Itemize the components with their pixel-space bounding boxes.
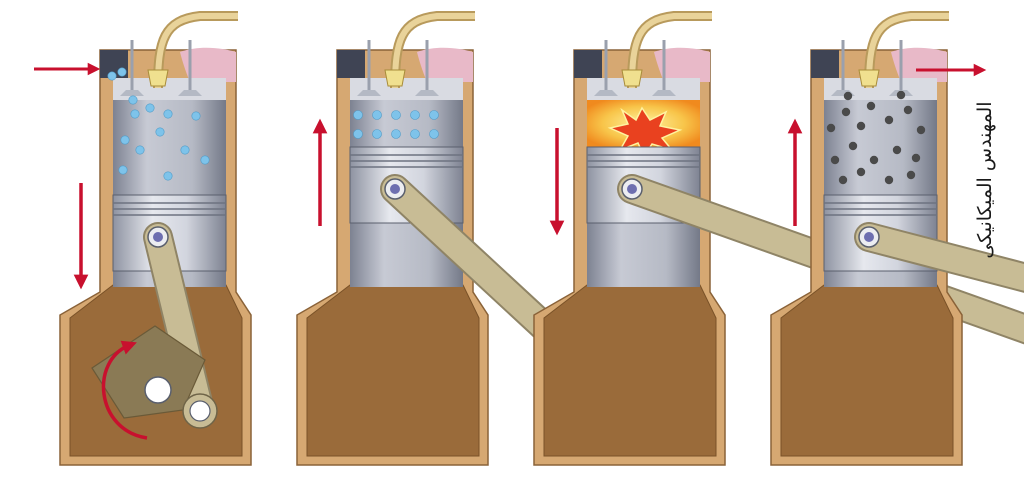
- fuel-bubble: [373, 130, 382, 139]
- fuel-bubble: [392, 130, 401, 139]
- intake-port: [574, 50, 602, 78]
- spark-plug: [622, 70, 642, 86]
- exhaust-particle: [849, 142, 857, 150]
- intake-port: [811, 50, 839, 78]
- spark-plug: [148, 70, 168, 86]
- exhaust-particle: [904, 106, 912, 114]
- watermark-text: المهندس الميكانيكى: [974, 101, 996, 258]
- fuel-bubble: [354, 130, 363, 139]
- exhaust-particle: [885, 176, 893, 184]
- crankcase: [307, 285, 479, 456]
- fuel-bubble: [201, 156, 209, 164]
- exhaust-particle: [839, 176, 847, 184]
- exhaust-particle: [912, 154, 920, 162]
- crankcase: [544, 285, 716, 456]
- exhaust-particle: [844, 92, 852, 100]
- exhaust-particle: [870, 156, 878, 164]
- combustion-chamber-top: [350, 78, 463, 100]
- fuel-bubble: [411, 111, 420, 120]
- exhaust-particle: [831, 156, 839, 164]
- wrist-pin-center: [390, 184, 400, 194]
- fuel-bubble: [411, 130, 420, 139]
- fuel-bubble: [131, 110, 139, 118]
- exhaust-particle: [907, 171, 915, 179]
- fuel-bubble: [164, 172, 172, 180]
- exhaust-particle: [885, 116, 893, 124]
- exhaust-particle: [893, 146, 901, 154]
- fuel-bubble: [373, 111, 382, 120]
- exhaust-port: [417, 48, 473, 82]
- exhaust-particle: [897, 91, 905, 99]
- fuel-bubble: [129, 96, 137, 104]
- exhaust-particle: [857, 122, 865, 130]
- exhaust-particle: [842, 108, 850, 116]
- fuel-bubble: [392, 111, 401, 120]
- fuel-bubble: [430, 111, 439, 120]
- fuel-bubble: [108, 72, 116, 80]
- exhaust-port: [180, 48, 236, 82]
- fuel-bubble: [430, 130, 439, 139]
- spark-plug: [859, 70, 879, 86]
- exhaust-particle: [917, 126, 925, 134]
- wrist-pin-center: [864, 232, 874, 242]
- intake-port: [337, 50, 365, 78]
- stroke-panel-intake: [60, 16, 251, 465]
- exhaust-port: [654, 48, 710, 82]
- fuel-bubble: [192, 112, 200, 120]
- combustion-chamber-top: [587, 78, 700, 100]
- combustion-chamber-top: [824, 78, 937, 100]
- fuel-bubble: [156, 128, 164, 136]
- wrist-pin-center: [627, 184, 637, 194]
- exhaust-particle: [827, 124, 835, 132]
- fuel-bubble: [136, 146, 144, 154]
- crank-pin: [190, 401, 210, 421]
- exhaust-port: [891, 48, 947, 82]
- wrist-pin-center: [153, 232, 163, 242]
- fuel-bubble: [118, 68, 126, 76]
- exhaust-particle: [857, 168, 865, 176]
- fuel-bubble: [181, 146, 189, 154]
- fuel-bubble: [121, 136, 129, 144]
- fuel-bubble: [146, 104, 154, 112]
- exhaust-particle: [867, 102, 875, 110]
- fuel-bubble: [119, 166, 127, 174]
- crankshaft: [145, 377, 171, 403]
- fuel-bubble: [164, 110, 172, 118]
- spark-plug: [385, 70, 405, 86]
- fuel-bubble: [354, 111, 363, 120]
- crankcase: [781, 285, 953, 456]
